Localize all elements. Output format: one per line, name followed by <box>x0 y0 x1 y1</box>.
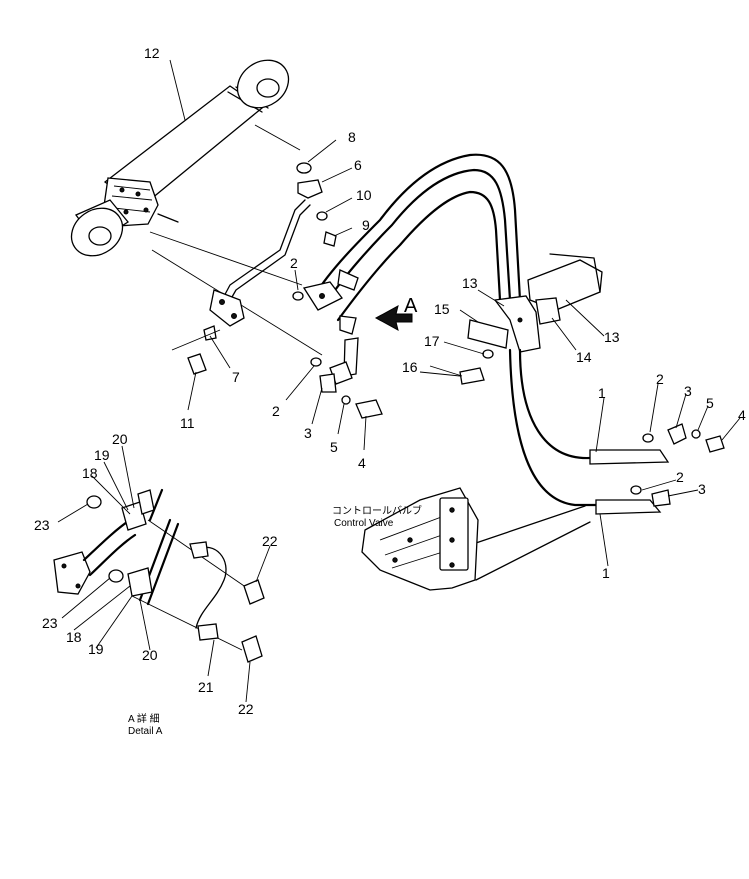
callout-13b: 13 <box>604 329 620 345</box>
bolt-11 <box>187 353 207 375</box>
callout-3a: 3 <box>304 425 312 441</box>
leader-lines <box>57 59 741 703</box>
callout-17: 17 <box>424 333 440 349</box>
callout-19b: 19 <box>88 641 104 657</box>
o-ring-2-lower <box>310 357 322 367</box>
callout-23b: 23 <box>42 615 58 631</box>
callout-2c: 2 <box>656 371 664 387</box>
callout-16: 16 <box>402 359 418 375</box>
callout-5a: 5 <box>330 439 338 455</box>
clamp-assembly <box>419 253 603 385</box>
callout-2b: 2 <box>272 403 280 419</box>
washer-5-right <box>691 429 701 439</box>
callout-11: 11 <box>180 415 195 431</box>
callout-18b: 18 <box>66 629 82 645</box>
washer-10 <box>316 211 328 221</box>
o-ring-2-right-upper <box>642 433 654 443</box>
callout-20b: 20 <box>142 647 158 663</box>
callout-labels: 12 8 6 10 9 2 7 11 2 3 5 4 A 13 15 17 16… <box>34 45 746 737</box>
callout-22b: 22 <box>238 701 254 717</box>
bolt-9 <box>323 231 337 247</box>
flange-3-upper <box>667 423 687 445</box>
callout-6: 6 <box>354 157 362 173</box>
callout-14: 14 <box>576 349 592 365</box>
o-ring-8 <box>296 162 312 174</box>
plug-7 <box>203 325 217 341</box>
view-arrow-a <box>374 305 413 331</box>
bolt-4-right <box>705 435 725 453</box>
callout-15: 15 <box>434 301 450 317</box>
callout-9: 9 <box>362 217 370 233</box>
main-hose-loop <box>302 153 522 385</box>
callout-19a: 19 <box>94 447 110 463</box>
callout-2d: 2 <box>676 469 684 485</box>
callout-10: 10 <box>356 187 372 203</box>
view-marker-a: A <box>404 295 418 317</box>
callout-13a: 13 <box>462 275 478 291</box>
cylinder-hoses <box>209 179 323 327</box>
detail-a-en-label: Detail A <box>128 726 163 737</box>
callout-8: 8 <box>348 129 356 145</box>
callout-4a: 4 <box>358 455 366 471</box>
callout-18a: 18 <box>82 465 98 481</box>
flange-3-lower <box>651 489 671 507</box>
detail-a-view <box>53 488 265 663</box>
callout-20a: 20 <box>112 431 128 447</box>
o-ring-2-upper <box>292 291 304 301</box>
control-valve-jp-label: コントロールバルブ <box>332 504 422 517</box>
detail-a-jp-label: A 詳 細 <box>128 712 160 725</box>
o-ring-2-right-lower <box>630 485 642 495</box>
callout-22a: 22 <box>262 533 278 549</box>
callout-1b: 1 <box>602 565 610 581</box>
washer-5-mid <box>341 395 351 405</box>
callout-5b: 5 <box>706 395 714 411</box>
control-valve-en-label: Control Vaive <box>334 518 394 529</box>
hydraulic-cylinder <box>70 59 290 257</box>
flange-3-mid <box>319 373 337 393</box>
callout-4b: 4 <box>738 407 746 423</box>
callout-2a: 2 <box>290 255 298 271</box>
callout-21: 21 <box>198 679 214 695</box>
callout-3c: 3 <box>698 481 706 497</box>
bolt-4-mid <box>355 399 383 419</box>
callout-7: 7 <box>232 369 240 385</box>
valve-hoses <box>469 348 670 581</box>
control-valve <box>361 487 479 591</box>
callout-12: 12 <box>144 45 160 61</box>
callout-3b: 3 <box>684 383 692 399</box>
callout-1a: 1 <box>598 385 606 401</box>
callout-23a: 23 <box>34 517 50 533</box>
